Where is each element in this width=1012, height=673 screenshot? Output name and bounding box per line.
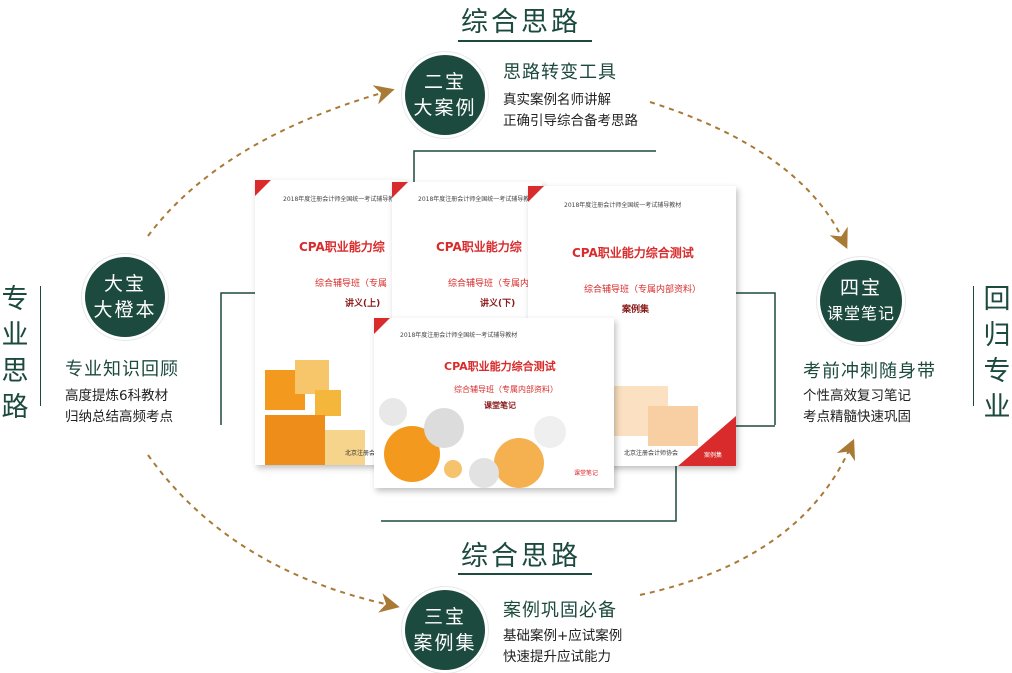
book-3-title: CPA职业能力综合测试 [572, 246, 694, 260]
treasure-4-circle: 四宝 课堂笔记 [820, 260, 902, 342]
treasure-1-title: 专业知识回顾 [65, 359, 179, 380]
treasure-1-desc1: 高度提炼6科教材 [65, 388, 169, 404]
book-1-subtitle: 2018年度注册会计师全国统一考试辅导教材 [283, 196, 401, 203]
left-vertical-line [40, 286, 41, 406]
treasure-1-line1: 大宝 [103, 273, 146, 295]
treasure-1-desc2: 归纳总结高频考点 [65, 409, 173, 425]
treasure-3-desc: 基础案例+应试案例 快速提升应试能力 [503, 626, 622, 668]
right-char-4: 业 [983, 392, 1011, 423]
treasure-2-line2: 大案例 [413, 97, 477, 119]
treasure-3-desc1: 基础案例+应试案例 [503, 628, 623, 644]
treasure-2-title: 思路转变工具 [503, 62, 617, 83]
treasure-4-desc2: 考点精髓快速巩固 [803, 409, 911, 425]
book-4-title: CPA职业能力综合测试 [444, 360, 556, 373]
top-heading: 综合思路 [461, 7, 581, 38]
treasure-1-circle: 大宝 大橙本 [85, 257, 165, 337]
book-3-corner [528, 186, 544, 202]
treasure-1-line2: 大橙本 [93, 299, 157, 321]
book-2-subtitle: 2018年度注册会计师全国统一考试辅导教材 [418, 196, 536, 203]
book-3-line: 综合辅导班（专属内部资料） [584, 285, 702, 295]
right-vertical-text: 回 归 专 业 [982, 282, 1012, 426]
arrow-left-to-top [147, 85, 395, 237]
treasure-3-circle: 三宝 案例集 [405, 590, 485, 670]
treasure-4-line1: 四宝 [839, 277, 882, 299]
treasure-2-desc1: 真实案例名师讲解 [503, 92, 611, 108]
right-char-2: 归 [983, 320, 1011, 351]
arrow-right-to-bottom [639, 438, 856, 596]
left-char-2: 业 [1, 320, 29, 351]
treasure-4-desc1: 个性高效复习笔记 [803, 388, 911, 404]
left-char-1: 专 [1, 284, 29, 315]
treasure-3-title: 案例巩固必备 [503, 600, 617, 621]
book-1-title: CPA职业能力综 [299, 240, 385, 254]
book-2-title: CPA职业能力综 [436, 240, 522, 254]
treasure-2-desc: 真实案例名师讲解 正确引导综合备考思路 [503, 90, 638, 132]
treasure-3-desc2: 快速提升应试能力 [503, 649, 611, 665]
treasure-3-line2: 案例集 [413, 632, 477, 654]
treasure-2-desc2: 正确引导综合备考思路 [503, 113, 638, 129]
left-char-3: 思 [1, 356, 29, 387]
left-char-4: 路 [1, 392, 29, 423]
right-char-1: 回 [983, 284, 1011, 315]
book-4-name: 课堂笔记 [484, 401, 516, 410]
book-2-handout-lower: 2018年度注册会计师全国统一考试辅导教材 CPA职业能力综 综合辅导班（专属内… [392, 182, 542, 322]
arrow-left-to-bottom [147, 454, 400, 613]
book-4-corner [374, 318, 390, 334]
treasure-4-line2: 课堂笔记 [826, 304, 895, 323]
book-3-badge: 案例集 [704, 452, 723, 459]
treasure-3-line1: 三宝 [423, 606, 466, 628]
book-1-name: 讲义(上) [345, 299, 381, 309]
treasure-2-circle: 二宝 大案例 [405, 55, 485, 135]
book-4-subtitle: 2018年度注册会计师全国统一考试辅导教材 [400, 332, 518, 339]
book-3-publisher: 北京注册会计师协会 [624, 450, 679, 457]
book-4-line: 综合辅导班（专属内部资料） [454, 385, 558, 394]
book-3-name: 案例集 [622, 305, 650, 315]
treasure-1-desc: 高度提炼6科教材 归纳总结高频考点 [65, 386, 173, 428]
book-2-corner [392, 182, 408, 198]
book-4-badge: 课堂笔记 [574, 470, 599, 477]
bottom-heading: 综合思路 [461, 541, 581, 572]
book-2-line: 综合辅导班（专属内 [448, 279, 530, 289]
book-1-art [265, 360, 375, 465]
book-4-class-notes: 2018年度注册会计师全国统一考试辅导教材 CPA职业能力综合测试 综合辅导班（… [374, 318, 614, 488]
top-heading-underline [458, 40, 592, 42]
bottom-heading-underline [458, 573, 592, 575]
right-vertical-line [973, 286, 974, 406]
connector-bottom [381, 460, 677, 522]
book-3-red-triangle [678, 416, 736, 466]
book-1-publisher: 北京注册会计师 [345, 450, 388, 457]
book-3-subtitle: 2018年度注册会计师全国统一考试辅导教材 [564, 202, 682, 209]
right-char-3: 专 [983, 356, 1011, 387]
book-4-art [374, 388, 574, 488]
treasure-2-line1: 二宝 [423, 71, 466, 93]
book-2-name: 讲义(下) [480, 299, 516, 309]
treasure-4-title: 考前冲刺随身带 [803, 361, 936, 382]
book-1-line: 综合辅导班（专属 [315, 279, 388, 289]
book-1-corner [255, 180, 271, 196]
treasure-4-desc: 个性高效复习笔记 考点精髓快速巩固 [803, 386, 911, 428]
left-vertical-text: 专 业 思 路 [0, 282, 30, 426]
